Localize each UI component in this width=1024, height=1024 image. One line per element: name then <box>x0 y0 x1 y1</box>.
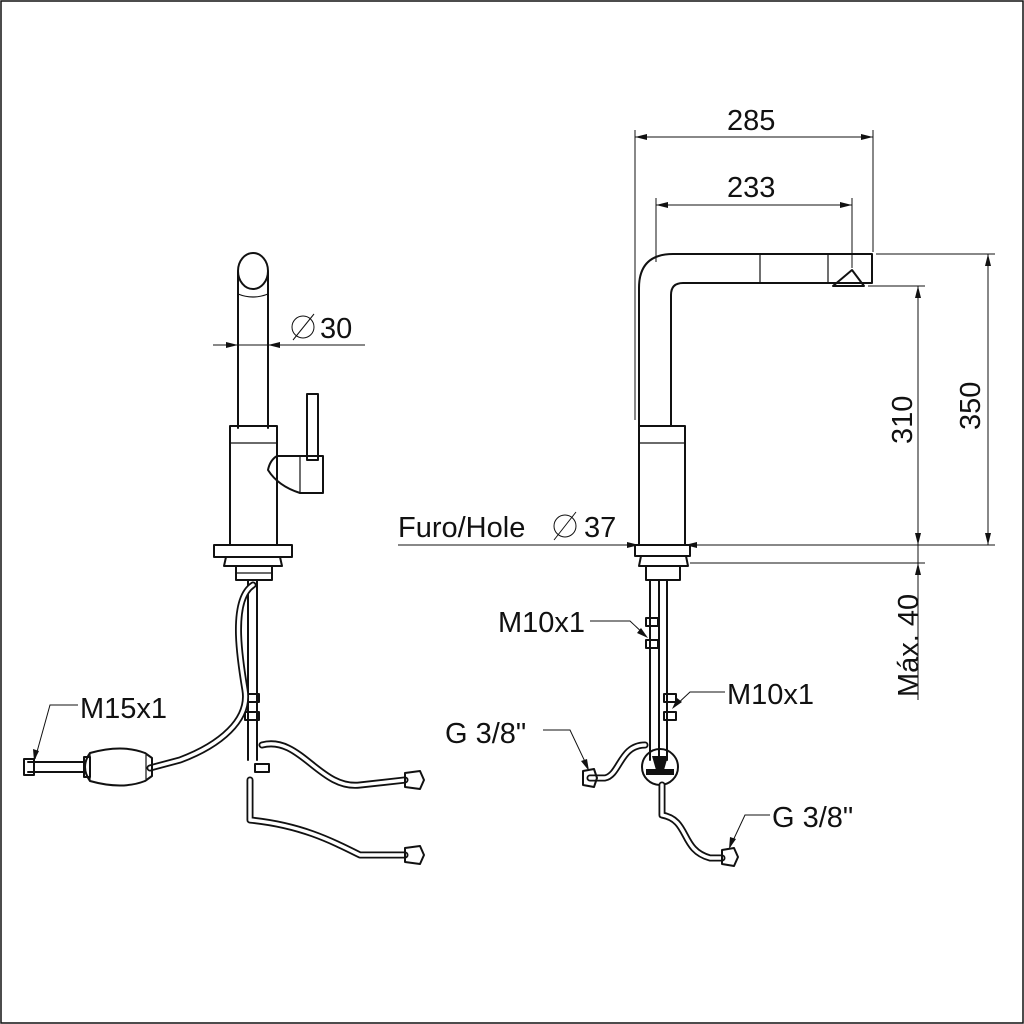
dimension-max-deck: Máx. 40 <box>893 545 925 700</box>
dimension-350: 350 <box>876 253 995 545</box>
left-outlet-thread-label: M15x1 <box>80 693 167 725</box>
right-lower-thread-label: M10x1 <box>727 679 814 711</box>
front-lever <box>306 393 319 461</box>
svg-text:Máx. 40: Máx. 40 <box>893 594 925 697</box>
front-base-plate <box>213 544 293 558</box>
svg-text:350: 350 <box>955 382 987 430</box>
dimension-285: 285 <box>634 105 874 420</box>
inlet-thread-left-label: G 3/8" <box>445 718 526 750</box>
svg-text:233: 233 <box>727 172 775 204</box>
front-body <box>229 425 278 546</box>
hole-dimension: Furo/Hole 37 <box>398 511 697 548</box>
right-upper-thread-label: M10x1 <box>498 607 585 639</box>
front-view: 30 <box>23 252 425 865</box>
front-diameter-value: 30 <box>320 313 352 345</box>
inlet-thread-right-label: G 3/8" <box>772 802 853 834</box>
dimension-233: 233 <box>655 172 853 268</box>
side-spray-head <box>832 269 865 287</box>
side-spout <box>638 253 873 427</box>
diameter-icon <box>553 511 577 541</box>
hole-label: Furo/Hole <box>398 512 525 544</box>
side-body <box>638 425 686 546</box>
front-spout-head <box>237 252 269 290</box>
front-diameter-dimension: 30 <box>213 313 365 348</box>
side-view: 285 233 350 310 <box>398 105 995 867</box>
dimension-310: 310 <box>868 285 925 545</box>
diameter-icon <box>291 313 315 341</box>
svg-text:285: 285 <box>727 105 775 137</box>
svg-text:310: 310 <box>887 396 919 444</box>
front-spout-tube <box>237 295 269 429</box>
pullout-weight <box>84 747 153 787</box>
hole-diameter-value: 37 <box>584 512 616 544</box>
